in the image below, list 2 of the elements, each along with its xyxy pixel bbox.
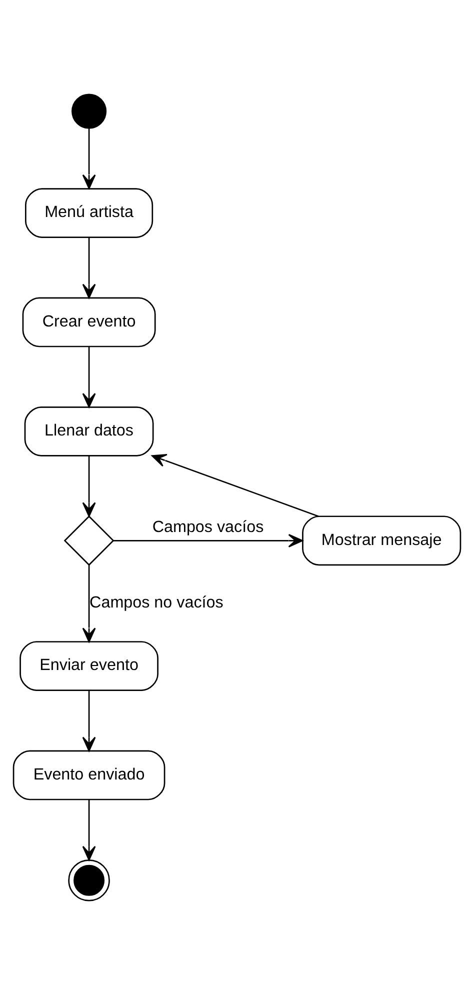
edge-label: Campos no vacíos [90, 593, 224, 612]
edge-label: Campos vacíos [152, 518, 264, 536]
